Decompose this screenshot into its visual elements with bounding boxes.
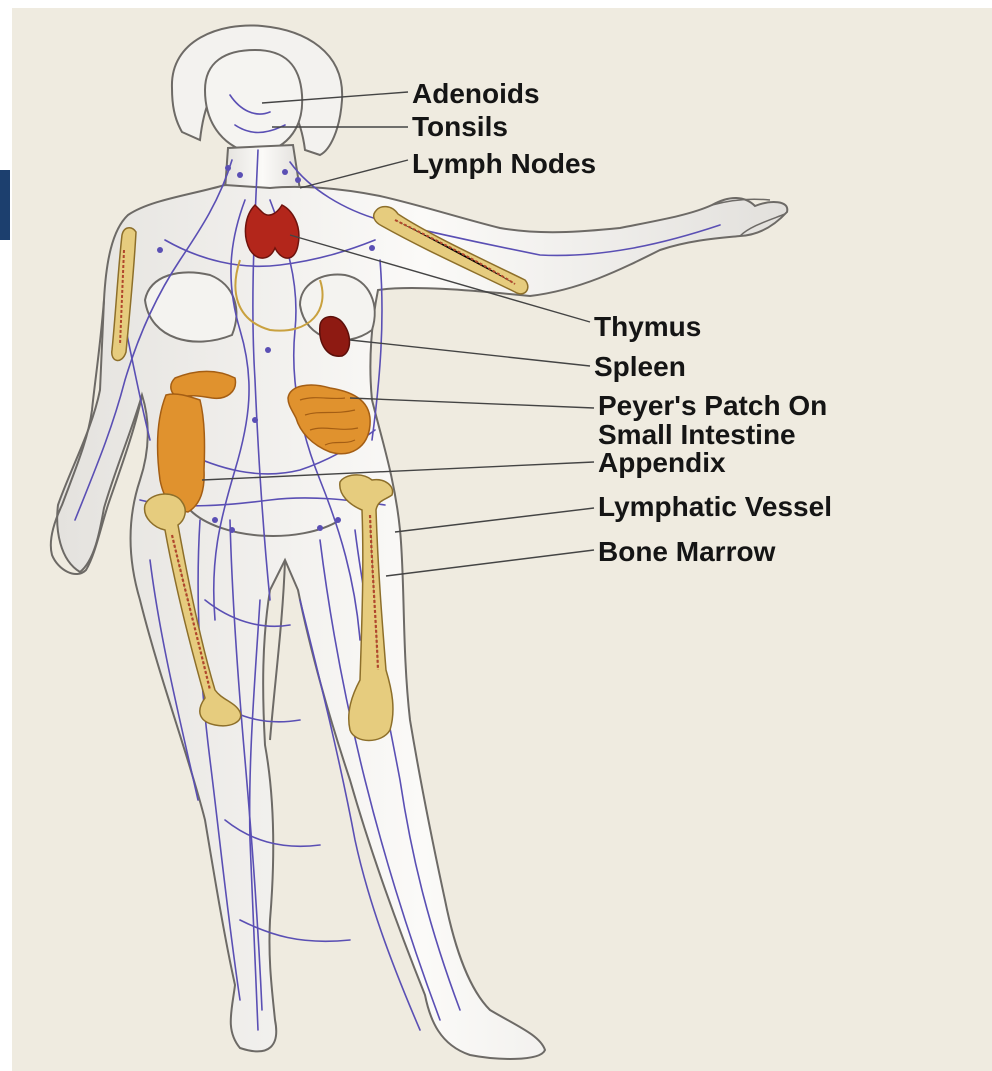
label-lymph-nodes: Lymph Nodes: [412, 148, 596, 179]
label-thymus: Thymus: [594, 311, 701, 342]
label-lymphatic-vessel: Lymphatic Vessel: [598, 491, 832, 522]
neck: [225, 145, 300, 190]
labels: Adenoids Tonsils Lymph Nodes Thymus Sple…: [412, 78, 832, 567]
leader-bone-marrow: [386, 550, 594, 576]
face: [205, 50, 302, 154]
label-appendix: Appendix: [598, 447, 726, 478]
label-adenoids: Adenoids: [412, 78, 540, 109]
label-bone-marrow: Bone Marrow: [598, 536, 776, 567]
label-peyers-patch-line1: Peyer's Patch On: [598, 390, 827, 421]
leader-spleen: [350, 340, 590, 366]
label-tonsils: Tonsils: [412, 111, 508, 142]
leader-lymph-nodes: [300, 160, 408, 188]
label-spleen: Spleen: [594, 351, 686, 382]
label-peyers-patch-line2: Small Intestine: [598, 419, 796, 450]
leader-peyers-patch: [350, 398, 594, 408]
leader-lymphatic-vessel: [395, 508, 594, 532]
